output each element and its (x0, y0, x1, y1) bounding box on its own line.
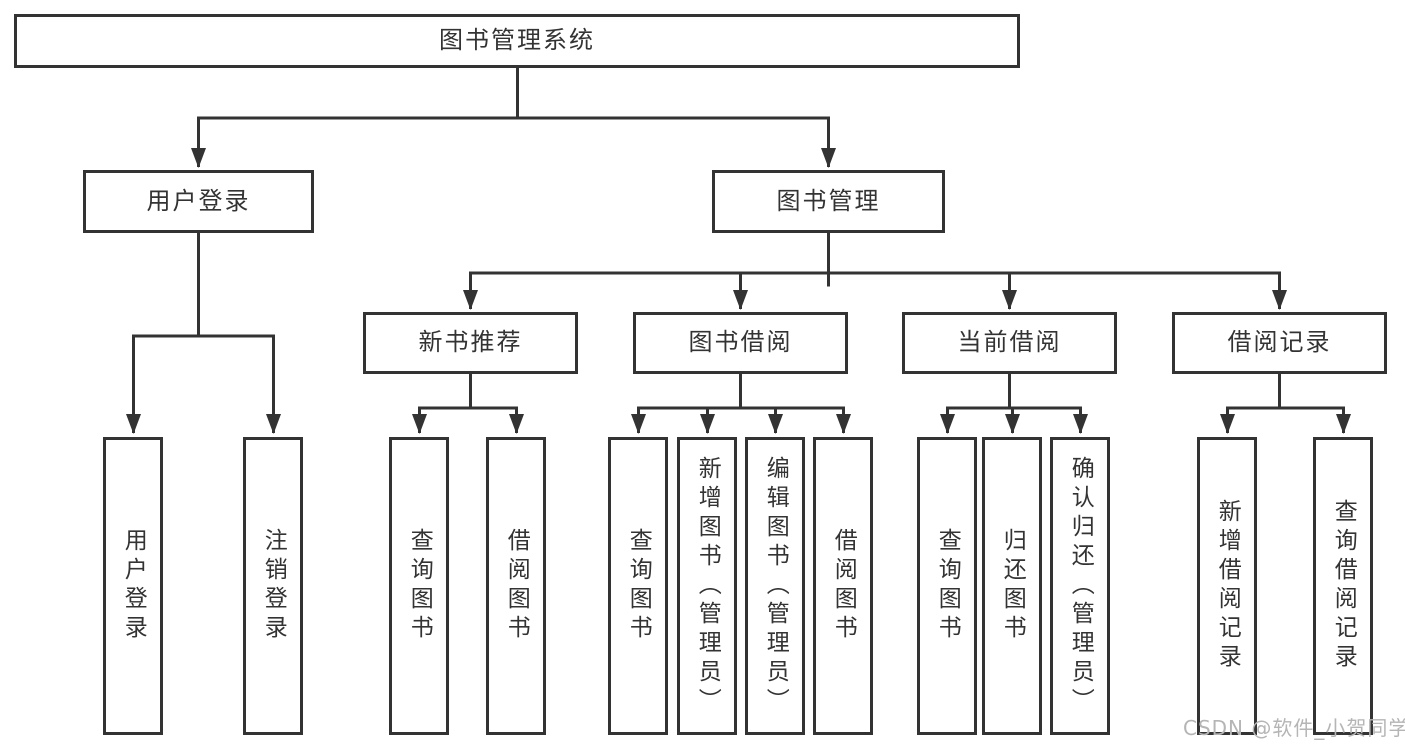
node-new-book-recommend: 新书推荐 (363, 312, 578, 374)
leaf-borrow-edit-books-admin: 编辑图书（管理员） (745, 437, 805, 735)
leaf-borrow-add-books-admin: 新增图书（管理员） (677, 437, 737, 735)
node-user-login: 用户登录 (83, 170, 314, 233)
leaf-borrow-query-books: 查询图书 (608, 437, 668, 735)
leaf-current-return-books: 归还图书 (982, 437, 1042, 735)
watermark: CSDN @软件_小贺同学 (1183, 716, 1405, 740)
node-current-borrow: 当前借阅 (902, 312, 1117, 374)
connector-trunks (132, 66, 1345, 410)
leaf-recommend-borrow-books: 借阅图书 (486, 437, 546, 735)
leaf-logout: 注销登录 (243, 437, 303, 735)
leaf-recommend-query-books: 查询图书 (389, 437, 449, 735)
connector-arrows (126, 118, 1351, 434)
leaf-current-confirm-return-admin: 确认归还（管理员） (1050, 437, 1110, 735)
node-book-borrow: 图书借阅 (633, 312, 848, 374)
leaf-records-add-record: 新增借阅记录 (1197, 437, 1257, 735)
node-root: 图书管理系统 (14, 14, 1020, 68)
leaf-current-query-books: 查询图书 (917, 437, 977, 735)
node-book-management: 图书管理 (712, 170, 945, 233)
leaf-borrow-borrow-books: 借阅图书 (813, 437, 873, 735)
leaf-records-query-record: 查询借阅记录 (1313, 437, 1373, 735)
leaf-user-login: 用户登录 (103, 437, 163, 735)
node-borrow-records: 借阅记录 (1172, 312, 1387, 374)
